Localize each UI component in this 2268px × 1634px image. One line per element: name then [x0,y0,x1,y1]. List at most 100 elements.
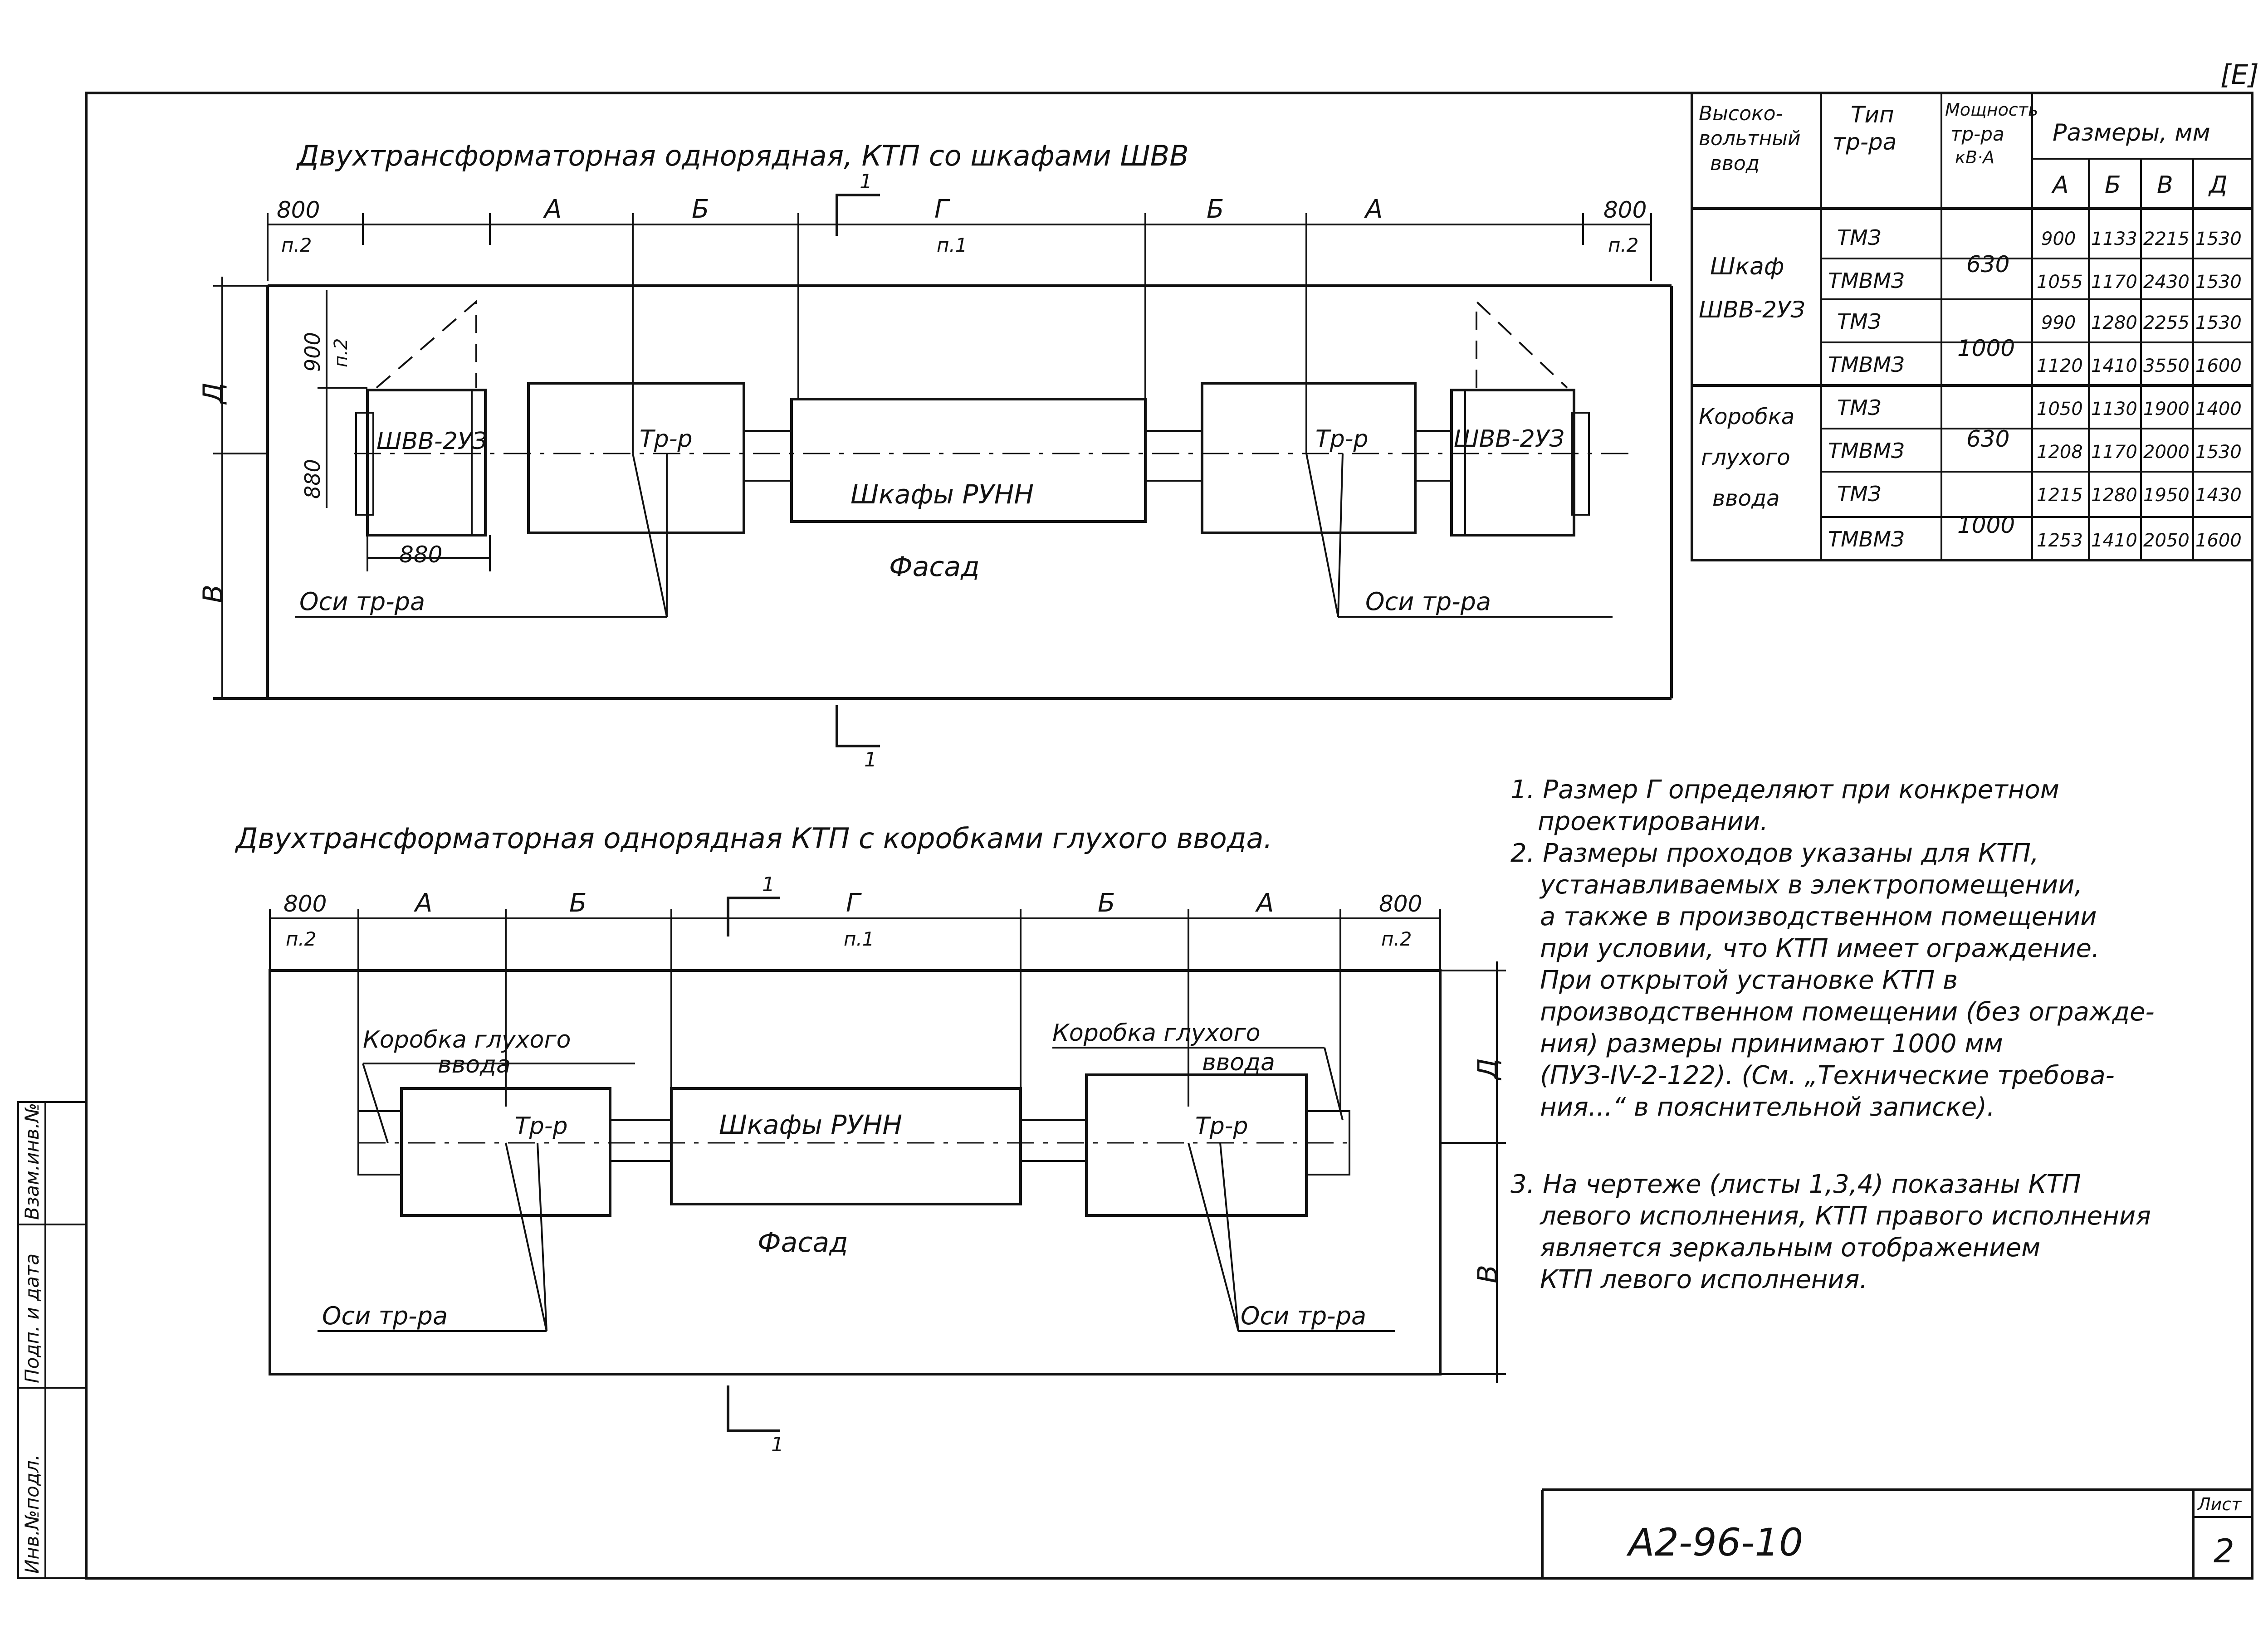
svg-text:1530: 1530 [2195,312,2242,333]
svg-text:ШВВ-2УЗ: ШВВ-2УЗ [1699,297,1805,323]
svg-text:А: А [1255,888,1274,918]
svg-text:800: 800 [1379,891,1422,917]
svg-text:Б: Б [1098,888,1115,918]
box-left-line1: Коробка глухого [363,1026,571,1054]
svg-text:1: 1 [771,1433,784,1456]
svg-text:Д: Д [197,382,229,405]
svg-text:1000: 1000 [1957,335,2015,361]
svg-text:Д: Д [1472,1058,1504,1081]
svg-text:вольтный: вольтный [1699,127,1801,150]
svg-text:1050: 1050 [2037,399,2083,419]
svg-text:ния) размеры принимают 1000 мм: ния) размеры принимают 1000 мм [1540,1029,2003,1058]
svg-text:А: А [414,888,432,918]
transformer-right-bottom [1085,1073,1308,1217]
svg-text:устанавливаемых в электропомещ: устанавливаемых в электропомещении, [1539,870,2082,900]
svg-text:1055: 1055 [2037,272,2083,293]
svg-text:3. На чертеже (листы 1,3,4) по: 3. На чертеже (листы 1,3,4) показаны КТП [1510,1170,2081,1199]
bottom-drawing: Двухтрансформаторная однорядная КТП с ко… [235,822,1506,1456]
svg-text:ТМВМЗ: ТМВМЗ [1828,352,1905,377]
svg-text:Коробка: Коробка [1699,404,1794,429]
svg-text:В: В [197,585,229,603]
svg-text:3550: 3550 [2143,356,2190,376]
svg-text:1530: 1530 [2195,442,2242,463]
svg-text:п.2: п.2 [281,234,312,256]
svg-text:2. Размеры проходов указаны дл: 2. Размеры проходов указаны для КТП, [1510,839,2039,868]
box-left-line2: ввода [438,1051,511,1078]
sheet-frame [85,92,2253,1580]
svg-text:1950: 1950 [2143,485,2190,506]
svg-text:п.2: п.2 [286,928,317,950]
svg-text:А: А [1364,195,1383,224]
runn-label-top: Шкафы РУНН [850,479,1034,510]
svg-text:630: 630 [1966,426,2009,452]
svg-text:кВ·А: кВ·А [1955,147,1994,167]
svg-text:1280: 1280 [2091,312,2137,333]
svg-text:1530: 1530 [2195,272,2242,293]
svg-text:1130: 1130 [2091,399,2137,419]
cabinet-left [366,389,487,537]
svg-text:1: 1 [762,873,775,896]
svg-text:проектировании.: проектировании. [1538,807,1768,836]
svg-text:1215: 1215 [2037,485,2083,506]
svg-text:п.1: п.1 [937,234,968,256]
svg-text:800: 800 [284,891,327,917]
svg-text:ТМЗ: ТМЗ [1837,395,1881,420]
drawing-code: А2-96-10 [1626,1520,1803,1565]
svg-text:1400: 1400 [2195,399,2242,419]
transformer-left-label: Тр-р [640,425,693,453]
title-block: А2-96-10 Лист 2 [1541,1488,2252,1578]
svg-text:2050: 2050 [2143,530,2190,551]
svg-text:(ПУЗ-IV-2-122). (См. „Техничес: (ПУЗ-IV-2-122). (См. „Технические требов… [1540,1061,2115,1090]
svg-text:при условии, что КТП имеет огр: при условии, что КТП имеет ограждение. [1540,934,2100,963]
svg-text:ввода: ввода [1712,486,1780,511]
notes: 1. Размер Г определяют при конкретном пр… [1510,775,2155,1294]
svg-text:2255: 2255 [2143,312,2190,333]
svg-text:А: А [2051,171,2069,199]
svg-text:1. Размер Г определяют при кон: 1. Размер Г определяют при конкретном [1510,775,2059,805]
svg-text:800: 800 [1603,197,1647,223]
svg-text:1410: 1410 [2091,356,2137,376]
transformer-right-bottom-label: Тр-р [1195,1112,1248,1140]
axis-label-bottom-left: Оси тр-ра [322,1302,448,1330]
svg-text:Тип: Тип [1851,102,1894,128]
svg-text:Б: Б [1207,195,1224,224]
svg-text:1253: 1253 [2037,530,2083,551]
room-outline-bottom [269,969,1442,1375]
svg-text:ния...“ в пояснительной записк: ния...“ в пояснительной записке). [1540,1093,1995,1122]
svg-text:тр-ра: тр-ра [1833,129,1897,155]
svg-text:ТМЗ: ТМЗ [1837,225,1881,250]
svg-text:1280: 1280 [2091,485,2137,506]
dimensions-table: Высоко- вольтный ввод Тип тр-ра Мощность… [1691,92,2253,561]
svg-text:п.2: п.2 [1381,928,1412,950]
svg-text:Б: Б [692,195,709,224]
transformer-left-bottom-label: Тр-р [515,1112,568,1140]
transformer-left-bottom [400,1087,611,1217]
svg-text:Б: Б [2105,171,2121,199]
left-margin-stamp: Инв.№подл. Подп. и дата Взам.инв.№ [17,1101,87,1579]
svg-text:Г: Г [934,195,950,224]
svg-text:1: 1 [864,748,877,771]
corner-mark: [Е] [2220,59,2259,91]
box-right-line1: Коробка глухого [1052,1019,1260,1047]
svg-text:2000: 2000 [2143,442,2190,463]
svg-text:ТМВМЗ: ТМВМЗ [1828,527,1905,551]
svg-text:Б: Б [569,888,587,918]
runn-cabinets-top [790,398,1147,523]
svg-text:1600: 1600 [2195,356,2242,376]
svg-text:900: 900 [300,332,325,372]
transformer-left [527,382,745,534]
svg-text:1170: 1170 [2091,272,2137,293]
svg-text:Шкаф: Шкаф [1710,253,1784,280]
top-drawing: Двухтрансформаторная однорядная, КТП со … [197,139,1673,771]
svg-text:800: 800 [277,197,320,223]
svg-text:В: В [2157,171,2173,199]
svg-text:Взам.инв.№: Взам.инв.№ [21,1103,43,1220]
facade-label-top: Фасад [889,551,980,583]
svg-text:2215: 2215 [2143,229,2190,249]
facade-label-bottom: Фасад [758,1227,848,1258]
svg-text:Г: Г [846,888,862,918]
svg-text:а также в производственном пом: а также в производственном помещении [1540,902,2097,932]
svg-text:900: 900 [2041,229,2076,249]
bottom-drawing-title: Двухтрансформаторная однорядная КТП с ко… [235,822,1272,855]
